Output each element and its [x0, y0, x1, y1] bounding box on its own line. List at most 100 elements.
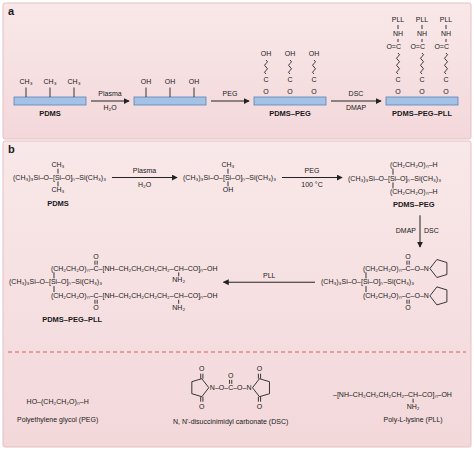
text-slot: PEG — [223, 90, 238, 98]
formula-text: O — [199, 403, 204, 411]
formula-text: CH₃ — [20, 78, 33, 86]
text-slot: CH₃ — [52, 186, 65, 194]
text-slot: O — [287, 88, 292, 96]
bond-line — [94, 300, 95, 304]
bond-line — [194, 88, 195, 98]
formula-text: NH₂ — [172, 304, 185, 312]
formula-text: –CO]ₙ–OH — [184, 292, 218, 300]
bond-line — [446, 39, 447, 42]
formula-text: C — [263, 76, 268, 84]
bond-line — [258, 397, 259, 402]
text-slot: C — [395, 76, 400, 84]
bond-line — [97, 300, 98, 304]
stage-name: PDMS–PEG–PLL — [392, 110, 452, 118]
text-slot: PLL — [392, 16, 404, 24]
panel-letter: b — [8, 143, 15, 155]
bond-line — [53, 272, 54, 278]
bond-line — [178, 300, 179, 304]
text-slot: Si — [55, 174, 61, 182]
text-slot: PLL — [416, 16, 428, 24]
formula-text: NH — [441, 30, 451, 38]
bond-line — [26, 88, 27, 98]
text-slot: OH — [223, 186, 234, 194]
structure-formula: O(CH₂CH₂O)ₙ–C–[NH–CH₂CH₂CH₂CH₂–CH–CO]ₙ–O… — [6, 250, 221, 327]
formula-text: O — [228, 372, 233, 380]
formula-text: O — [419, 88, 424, 96]
text-slot: O — [199, 403, 204, 411]
structure-formula: O(CH₂CH₂O)ₙ–C–O–N(CH₃)₃Si–O–[Si–O]ₙ–Si(C… — [318, 250, 450, 314]
formula-text: CH₃ — [68, 78, 81, 86]
bond-line — [430, 287, 447, 305]
formula-text: –O]ₙ–Si(CH₃)₃ — [369, 278, 414, 286]
formula-text: O — [93, 253, 98, 261]
bond-line — [398, 25, 399, 29]
substrate-slab — [254, 97, 326, 105]
bond-line — [258, 374, 259, 379]
formula-text: O — [257, 365, 262, 373]
formula-text: –O–N — [411, 292, 429, 300]
text-slot: CH₃ — [222, 161, 235, 169]
formula-text: C — [419, 76, 424, 84]
formula-text: NH — [417, 30, 427, 38]
text-slot: NH — [417, 30, 427, 38]
text-slot: N, N'-disuccinimidyl carbonate (DSC) — [173, 418, 288, 426]
formula-text: C — [287, 76, 292, 84]
text-slot: PDMS — [39, 110, 61, 118]
bond-line — [200, 374, 201, 379]
formula-text: C — [406, 292, 411, 300]
formula-text: (CH₃)₃Si–O–[ — [9, 278, 51, 286]
peg-chain — [313, 60, 316, 74]
text-slot: O=C — [410, 43, 425, 51]
formula-text: PLL — [440, 16, 452, 24]
formula-text: O=C — [386, 43, 401, 51]
text-slot: HO–(CH₂CH₂O)ₙ–H — [27, 398, 89, 406]
formula-text: –O– — [233, 384, 246, 392]
text-slot: –O]ₙ–Si(CH₃)₃ — [396, 175, 441, 183]
bond-line — [392, 182, 393, 188]
text-slot: C — [419, 76, 424, 84]
text-slot: (CH₂CH₂O)ₙ– — [363, 265, 406, 273]
text-slot: OH — [189, 78, 200, 86]
formula-text: (CH₃)₃Si–O–[ — [348, 175, 390, 183]
text-slot: CH₃ — [52, 161, 65, 169]
surface-stage: CH₃CH₃CH₃PDMS — [12, 76, 88, 120]
reagent-structure: –[NH–CH₂CH₂CH₂CH₂–CH–CO]ₙ–OHNH₂Poly-L-ly… — [330, 388, 455, 427]
text-slot: C — [263, 76, 268, 84]
bond-line — [406, 261, 407, 265]
formula-text: C — [94, 292, 99, 300]
text-slot: PDMS–PEG–PLL — [42, 316, 102, 324]
reagent-label: Plasma — [98, 90, 121, 98]
substrate-slab — [134, 97, 206, 105]
bond-line — [406, 300, 407, 304]
bond-line — [57, 169, 58, 174]
text-slot: N — [210, 384, 215, 392]
formula-text: –O]ₙ–Si(CH₃)₃ — [396, 175, 441, 183]
formula-text: Si — [390, 175, 396, 183]
formula-text: N — [210, 384, 215, 392]
text-slot: NH — [441, 30, 451, 38]
formula-text: O — [395, 88, 400, 96]
bond-line — [146, 88, 147, 98]
formula-text: (CH₃)₃Si–O–[ — [321, 278, 363, 286]
structure-name: Polyethylene glycol (PEG) — [17, 416, 98, 424]
text-slot: OH — [141, 78, 152, 86]
substrate-slab — [14, 97, 458, 105]
bond-line — [413, 399, 414, 403]
bond-line — [227, 181, 228, 186]
text-slot: CH — [408, 391, 418, 399]
formula-text: O — [93, 304, 98, 312]
formula-text: (CH₃)₃Si–O–[ — [13, 174, 55, 182]
formula-text: C — [395, 76, 400, 84]
peg-chain — [397, 53, 400, 74]
formula-text: N — [246, 384, 251, 392]
panel-band: aCH₃CH₃CH₃PDMSOHOHOHOHCOOHCOOHCOPDMS–PEG… — [3, 3, 471, 139]
formula-text: –O]ₙ–Si(CH₃)₃ — [57, 278, 102, 286]
peg-chain — [289, 60, 292, 74]
condition-label: DMAP — [346, 104, 366, 112]
text-slot: DMAP — [346, 104, 366, 112]
text-slot: O — [93, 253, 98, 261]
formula-text: (CH₂CH₂O)ₙ– — [363, 265, 406, 273]
formula-text: –[NH–CH₂CH₂CH₂CH₂– — [99, 265, 174, 273]
text-slot: NH₂ — [172, 304, 185, 312]
formula-text: C — [311, 76, 316, 84]
